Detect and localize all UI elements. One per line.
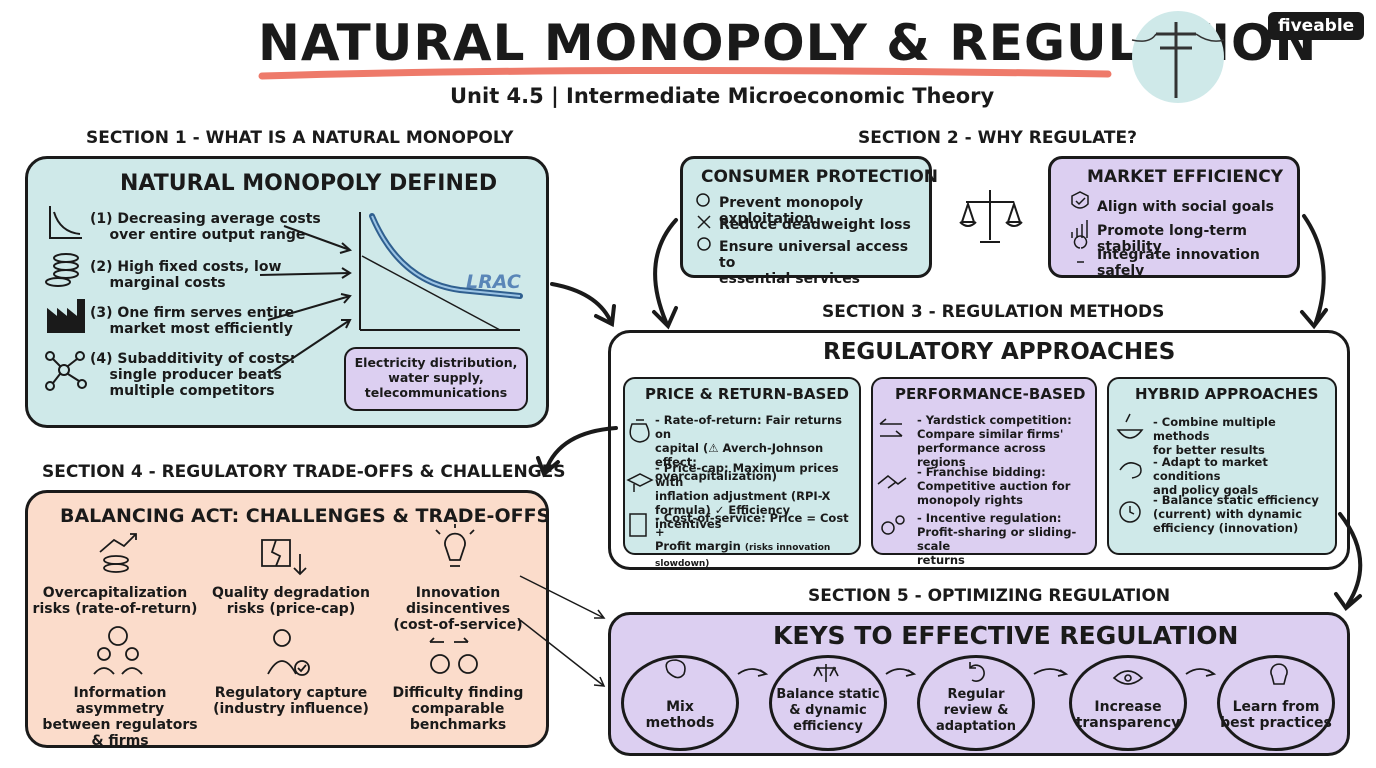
section5-heading: SECTION 5 - OPTIMIZING REGULATION: [808, 586, 1171, 606]
arrow-market-to-s3: [1302, 214, 1326, 324]
section3-heading: SECTION 3 - REGULATION METHODS: [822, 302, 1165, 322]
challenge-regulatory-capture: Regulatory capture(industry influence): [213, 685, 369, 717]
hybrid-box: HYBRID APPROACHES - Combine multiple met…: [1107, 377, 1337, 555]
price-return-box: PRICE & RETURN-BASED - Rate-of-return: F…: [623, 377, 861, 569]
consumer-protection-box: CONSUMER PROTECTION Prevent monopoly exp…: [680, 156, 938, 287]
brand-logo: fiveable: [1268, 12, 1365, 40]
performance-box: PERFORMANCE-BASED - Yardstick competitio…: [871, 377, 1097, 567]
price-item-3: - Cost-of-service: Price = Cost +Profit …: [655, 511, 849, 569]
market-item-3: Integrate innovation safely: [1097, 247, 1260, 279]
performance-item-2: - Franchise bidding:Competitive auction …: [917, 465, 1071, 507]
market-item-1: Align with social goals: [1097, 199, 1274, 215]
arrow-consumer-to-s3: [653, 218, 678, 324]
hybrid-title: HYBRID APPROACHES: [1135, 385, 1319, 403]
consumer-item-1: Prevent monopoly exploitation: [719, 195, 864, 227]
balancing-act-title: BALANCING ACT: CHALLENGES & TRADE-OFFS: [60, 505, 551, 527]
price-return-title: PRICE & RETURN-BASED: [645, 385, 849, 403]
performance-item-3: - Incentive regulation:Profit-sharing or…: [917, 511, 1077, 567]
market-item-2: Promote long-term stability: [1097, 223, 1247, 255]
performance-item-1: - Yardstick competition:Compare similar …: [917, 413, 1072, 469]
natural-monopoly-title: NATURAL MONOPOLY DEFINED: [120, 171, 498, 196]
section4-heading: SECTION 4 - REGULATORY TRADE-OFFS & CHAL…: [42, 462, 566, 482]
definition-item-4: (4) Subadditivity of costs: single produ…: [90, 351, 296, 399]
regulatory-approaches-box: REGULATORY APPROACHES PRICE & RETURN-BAS…: [608, 330, 1350, 570]
natural-monopoly-box: NATURAL MONOPOLY DEFINED (1) Decreasing …: [25, 156, 549, 428]
market-efficiency-box: MARKET EFFICIENCY Align with social goal…: [1048, 156, 1300, 279]
keys-title: KEYS TO EFFECTIVE REGULATION: [773, 621, 1239, 650]
consumer-protection-title: CONSUMER PROTECTION: [701, 167, 939, 187]
definition-item-3: (3) One firm serves entire market most e…: [90, 305, 295, 337]
performance-title: PERFORMANCE-BASED: [895, 385, 1086, 403]
market-efficiency-title: MARKET EFFICIENCY: [1087, 167, 1284, 187]
balancing-act-box: BALANCING ACT: CHALLENGES & TRADE-OFFS O…: [25, 490, 551, 749]
regulatory-approaches-title: REGULATORY APPROACHES: [823, 339, 1176, 365]
lrac-label: LRAC: [466, 271, 521, 293]
section2-heading: SECTION 2 - WHY REGULATE?: [858, 128, 1137, 148]
consumer-item-2: Reduce deadweight loss: [719, 217, 911, 233]
hybrid-item-3: - Balance static efficiency(current) wit…: [1153, 493, 1319, 535]
definition-item-1: (1) Decreasing average costs over entire…: [90, 211, 321, 243]
definition-item-2: (2) High fixed costs, low marginal costs: [90, 259, 282, 291]
examples-text: Electricity distribution,water supply,te…: [354, 355, 518, 400]
challenge-innovation-disincentives: Innovation disincentives(cost-of-service…: [393, 585, 523, 633]
page-title: NATURAL MONOPOLY & REGULATION: [258, 14, 1318, 72]
scales-icon: [959, 190, 1023, 243]
page-subtitle: Unit 4.5 | Intermediate Microeconomic Th…: [450, 84, 995, 108]
arrow-s1-to-s3: [550, 282, 612, 322]
section1-heading: SECTION 1 - WHAT IS A NATURAL MONOPOLY: [86, 128, 514, 148]
examples-box: Electricity distribution,water supply,te…: [344, 347, 528, 411]
